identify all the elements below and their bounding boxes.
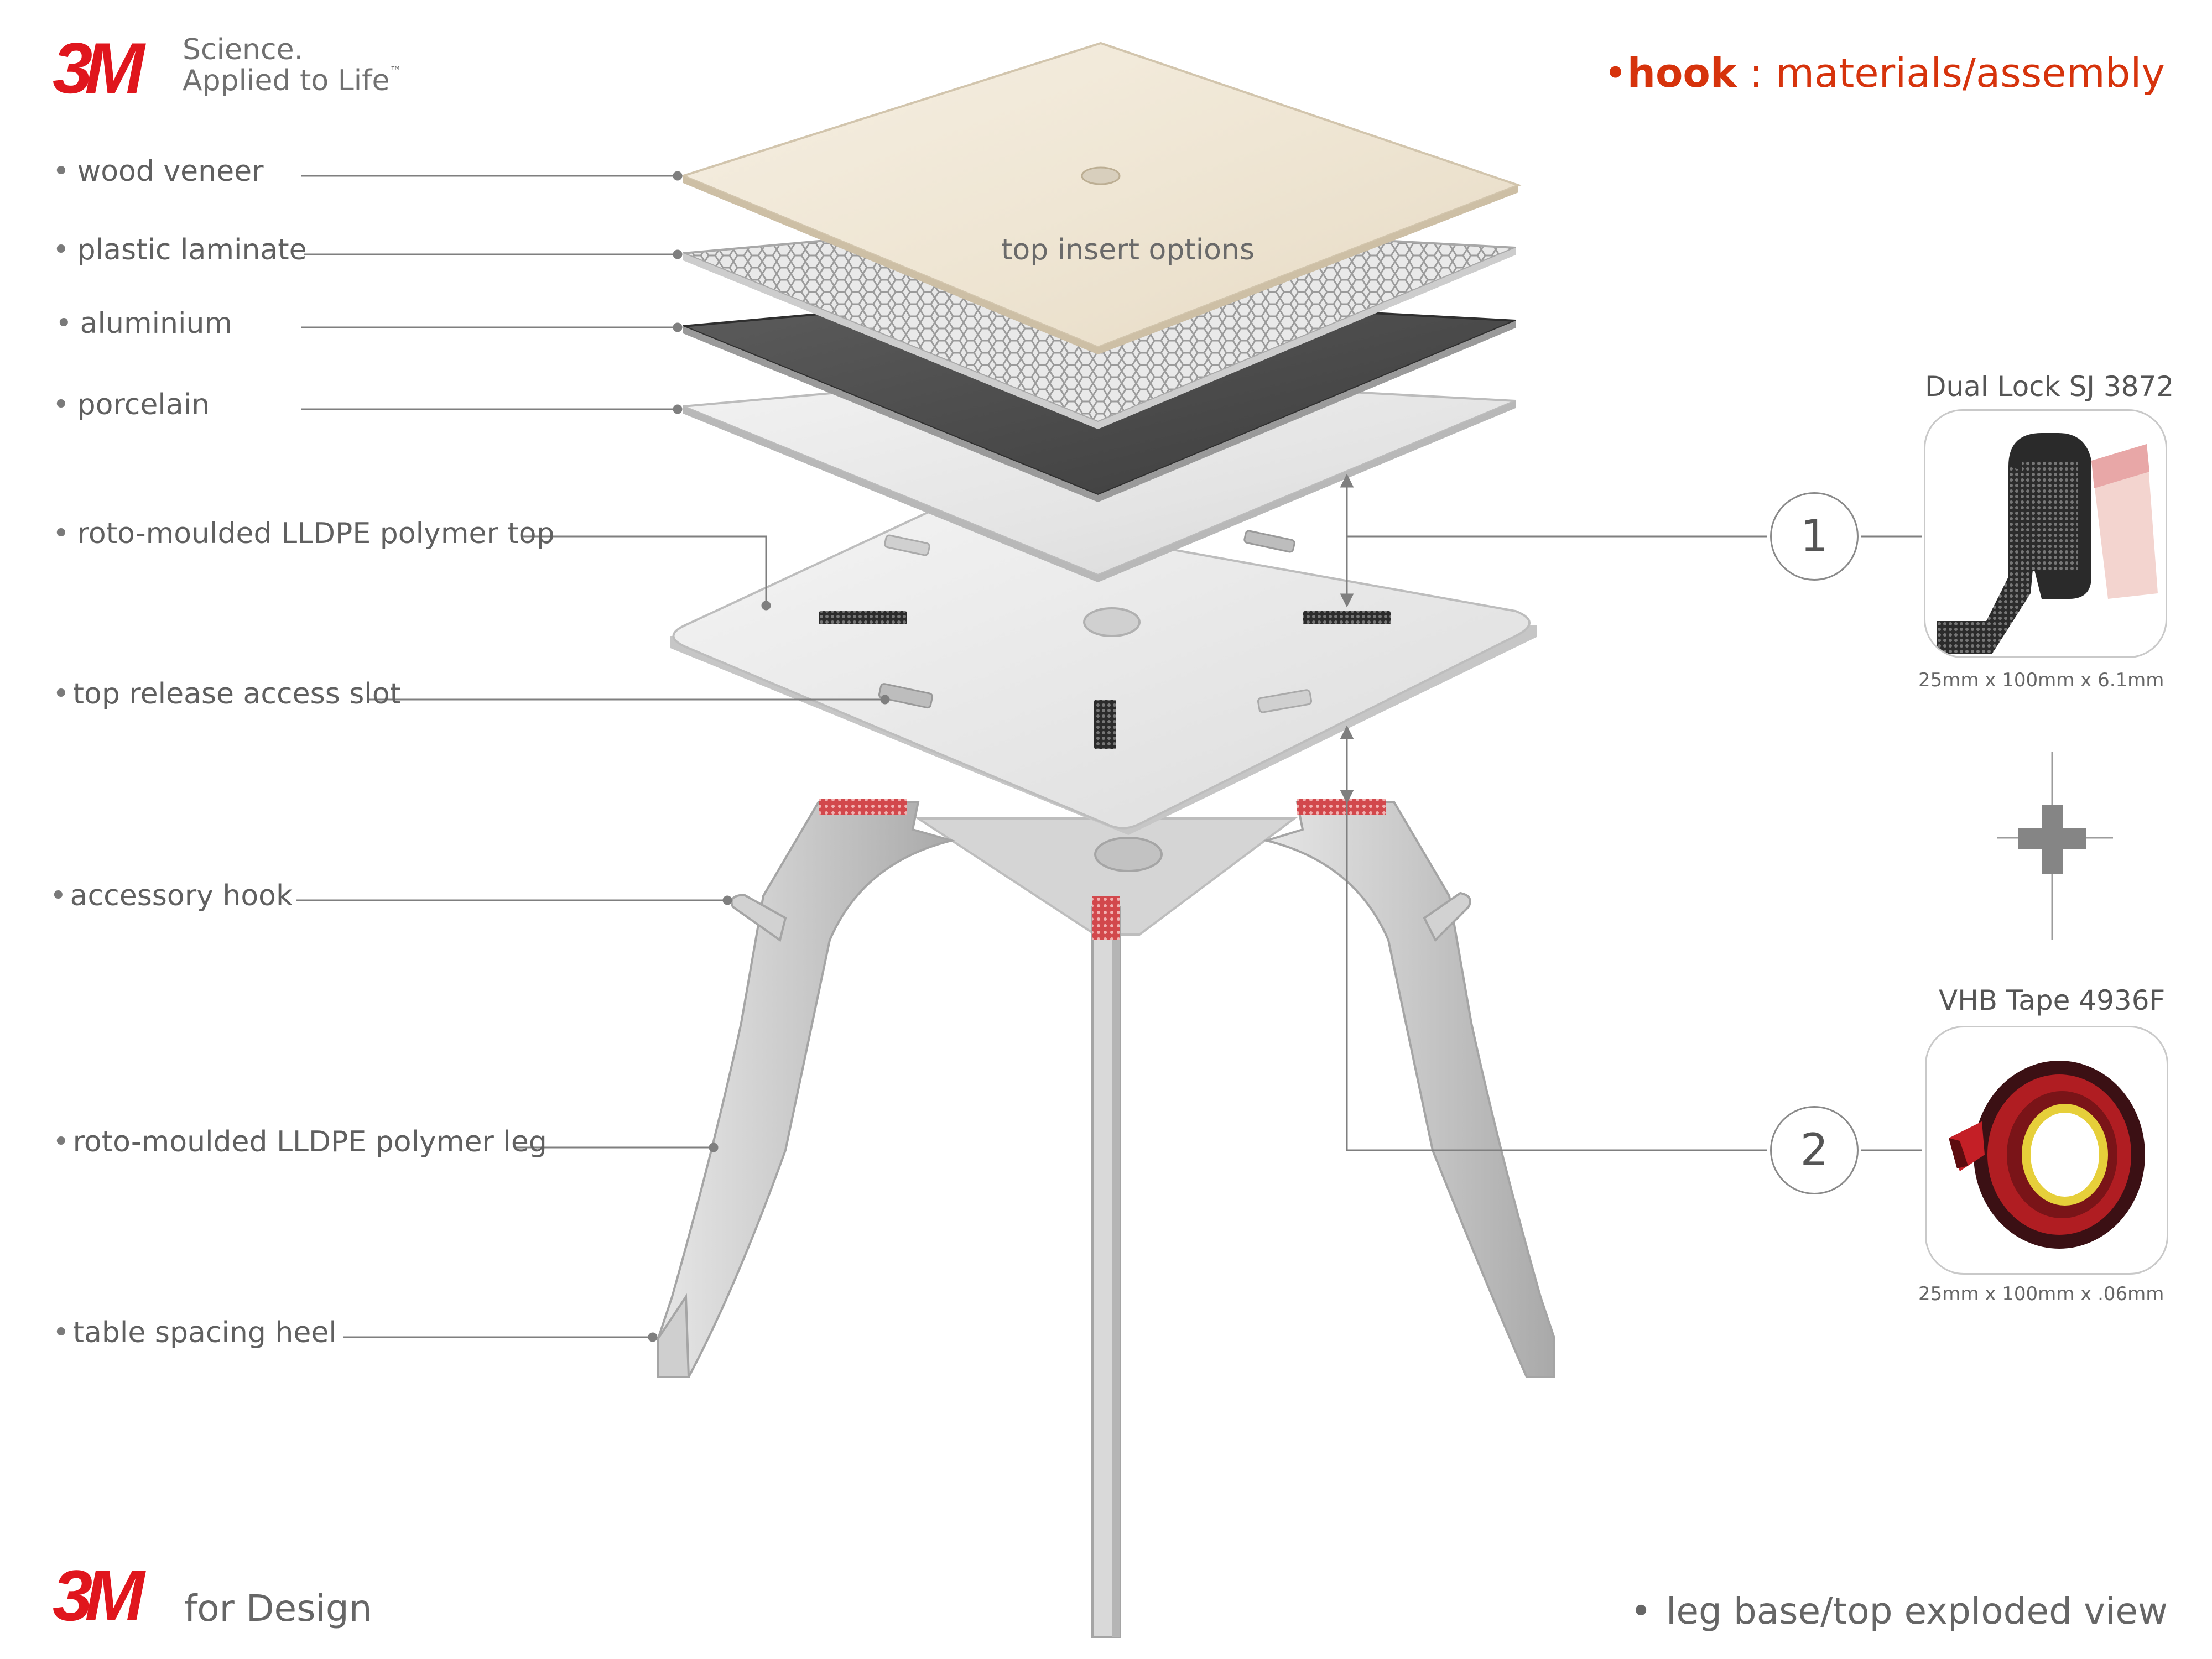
accessory-hook-right	[1423, 891, 1471, 942]
label-polymer-leg: •roto-moulded LLDPE polymer leg	[53, 1125, 547, 1159]
label-release-slot: •top release access slot	[53, 677, 402, 711]
vhb-pad-front	[1092, 896, 1120, 940]
trademark: ™	[389, 65, 402, 79]
plus-icon	[1997, 752, 2113, 940]
dual-lock-image	[1937, 433, 2158, 654]
label-porcelain: •porcelain	[53, 388, 210, 421]
brand-tagline: Science. Applied to Life™	[183, 34, 402, 96]
wood-veneer-hole	[1081, 166, 1121, 185]
label-spacing-heel: •table spacing heel	[53, 1316, 337, 1349]
product-2-name: VHB Tape 4936F	[1939, 984, 2166, 1016]
top-insert-options-label: top insert options	[1001, 233, 1255, 267]
leg-right	[1262, 801, 1555, 1378]
release-slot	[1257, 689, 1313, 713]
title-bullet: •	[1604, 50, 1627, 96]
product-1-callout: 1	[1770, 492, 1859, 581]
leg-hub	[914, 817, 1298, 936]
insert-layers	[680, 41, 1522, 582]
polymer-top	[670, 508, 1537, 835]
title-product: hook	[1627, 50, 1737, 96]
leg-base	[657, 799, 1555, 1638]
product-1-name: Dual Lock SJ 3872	[1925, 371, 2174, 403]
leg-left	[657, 801, 956, 1378]
dual-lock-strip	[1303, 611, 1391, 624]
release-slot	[878, 683, 934, 709]
hub-hole	[1094, 837, 1163, 872]
label-wood-veneer: •wood veneer	[53, 155, 264, 188]
label-accessory-hook: •accessory hook	[50, 879, 293, 912]
polymer-top-hole	[1083, 607, 1141, 637]
leg-front-shade	[1112, 907, 1120, 1637]
release-slot	[1243, 530, 1295, 553]
accessory-hook-left	[730, 893, 787, 942]
label-aluminium: •aluminium	[55, 307, 233, 340]
spacing-heel-left	[657, 1293, 690, 1378]
release-slot	[884, 534, 930, 556]
product-2-card	[1925, 1026, 2168, 1275]
product-2-size: 25mm x 100mm x .06mm	[1918, 1283, 2164, 1305]
dual-lock-strip	[819, 611, 907, 624]
view-label-bullet: •	[1630, 1590, 1652, 1632]
vhb-pad-right	[1297, 799, 1386, 815]
footer-logo: 3M	[53, 1555, 145, 1636]
vhb-pad-left	[819, 799, 907, 815]
tagline-line1: Science.	[183, 33, 304, 66]
page-title: •hook : materials/assembly	[1604, 50, 2165, 96]
vhb-tape-image	[1949, 1061, 2145, 1249]
title-rest: : materials/assembly	[1736, 50, 2165, 96]
product-2-callout: 2	[1770, 1106, 1859, 1194]
leader-lines	[296, 171, 1922, 1342]
tagline-line2: Applied to Life™	[183, 64, 402, 98]
for-design-label: for Design	[184, 1587, 372, 1630]
label-polymer-top: •roto-moulded LLDPE polymer top	[53, 517, 555, 550]
product-1-size: 25mm x 100mm x 6.1mm	[1918, 669, 2164, 691]
view-label: •leg base/top exploded view	[1630, 1590, 2168, 1632]
dual-lock-strip	[1094, 700, 1116, 749]
brand-logo: 3M	[53, 28, 145, 108]
label-plastic-laminate: •plastic laminate	[53, 233, 307, 267]
product-1-card	[1924, 409, 2167, 658]
